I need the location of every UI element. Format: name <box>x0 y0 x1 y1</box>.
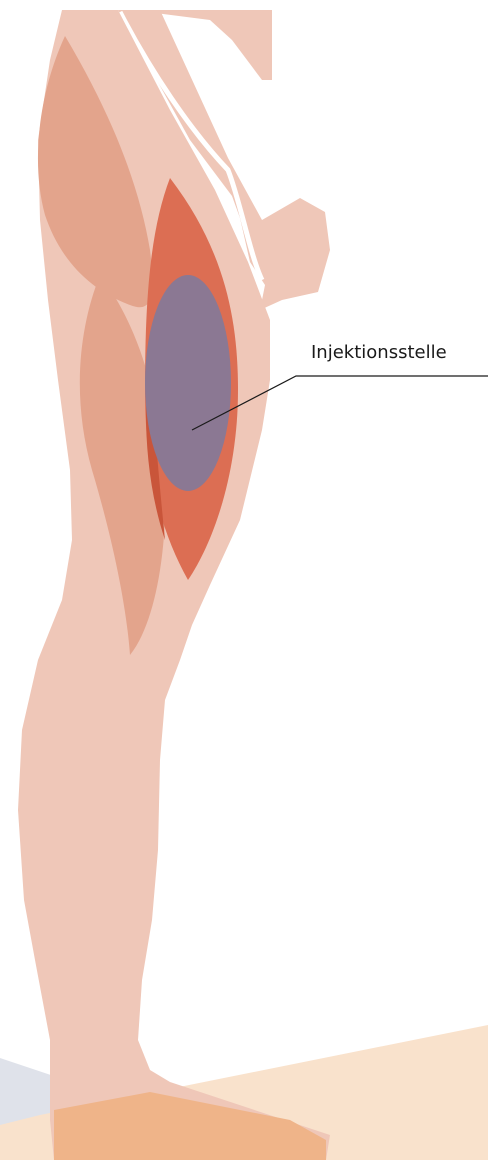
injection-site-area <box>145 275 231 491</box>
injection-site-label: Injektionsstelle <box>311 341 447 365</box>
